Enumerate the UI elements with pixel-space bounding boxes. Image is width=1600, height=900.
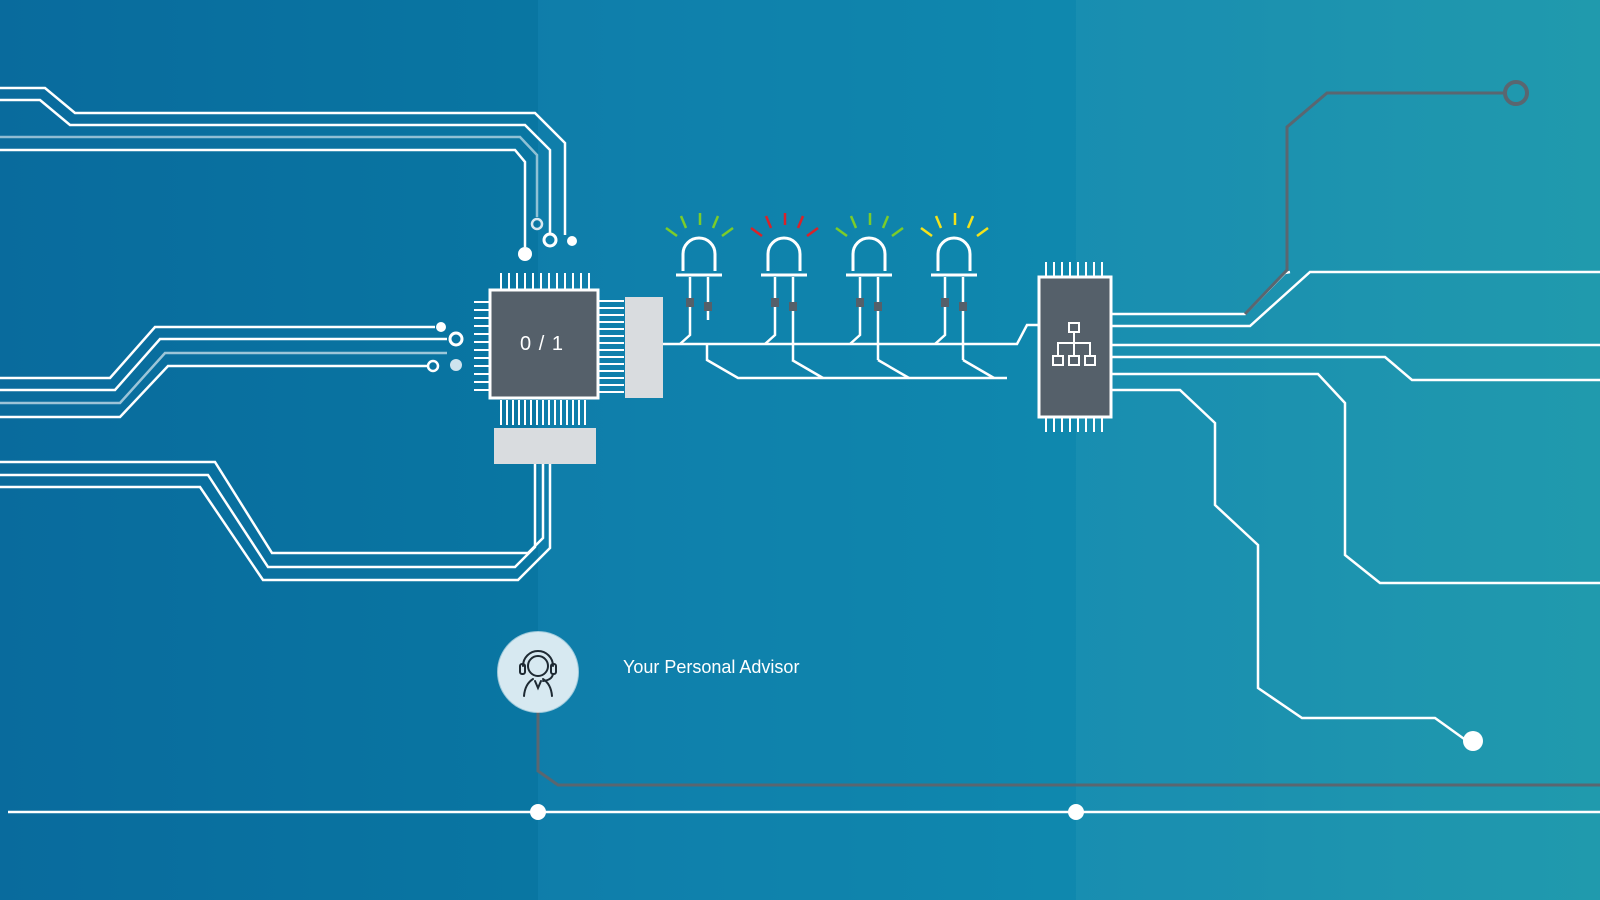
lower-connector-block [494,428,596,464]
left-top-trace-bundle [0,86,567,247]
chip-pins-top [500,273,590,291]
led-3-rays [835,213,904,238]
right-grey-trace [1243,91,1505,316]
right-white-trace-bundle [1111,270,1600,743]
left-middle-trace-bundle [0,325,447,419]
microcontroller-chip [474,273,663,464]
background-panel-right [1076,0,1600,900]
chip-pins-bottom [500,400,586,425]
left-top-trace-terminals [518,217,577,261]
microcontroller-label: 0 / 1 [520,333,564,355]
top-right-ring-terminal [1503,80,1529,106]
led-1 [665,213,734,345]
network-chip [1037,262,1113,432]
advisor-badge[interactable] [498,632,578,712]
led-4 [920,213,989,360]
headset-agent-icon [519,650,557,697]
right-connector-block [625,297,663,398]
advisor-badge-wrapper[interactable] [498,632,578,712]
led-2-rays [750,213,819,238]
network-chip-pins [1045,262,1103,432]
left-lower-trace-bundle [0,460,552,582]
left-middle-trace-terminals [426,322,464,373]
led-3 [835,213,904,360]
led-2 [750,213,819,360]
chip-pins-left [474,301,490,391]
led-4-rays [920,213,989,238]
led-bus-traces [663,323,1040,380]
timeline-node-2[interactable] [1068,804,1084,820]
right-trace-end-node [1463,731,1483,751]
advisor-connection-trace [536,712,1600,787]
led-1-rays [665,213,734,238]
advisor-label[interactable]: Your Personal Advisor [623,657,800,677]
chip-pins-right [598,300,624,393]
timeline-node-1[interactable] [530,804,546,820]
network-hierarchy-icon [1052,322,1096,366]
